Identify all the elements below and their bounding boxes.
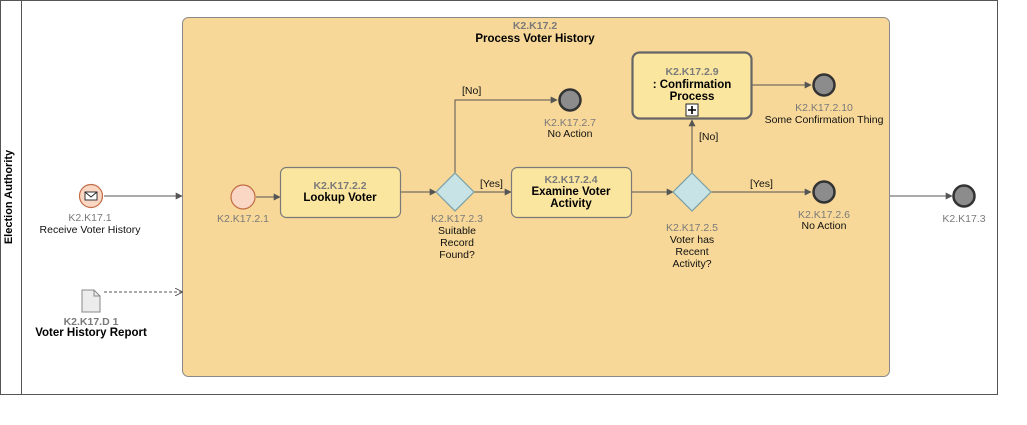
task-lookup-id: K2.K17.2.2 <box>313 180 366 192</box>
inner-start-event[interactable] <box>230 184 256 210</box>
end-no-action-top-label: No Action <box>548 128 593 140</box>
pool-label: Election Authority <box>3 149 15 244</box>
gateway-recent-label-3: Activity? <box>672 258 711 270</box>
task-lookup-voter[interactable]: K2.K17.2.2 Lookup Voter <box>279 166 402 219</box>
document-icon <box>81 289 101 313</box>
end-outer-id: K2.K17.3 <box>942 213 985 225</box>
task-lookup-label: Lookup Voter <box>303 192 377 204</box>
gateway-found-label-2: Record <box>440 237 474 249</box>
flow-label-yes-1: [Yes] <box>480 178 503 190</box>
start-message-label: Receive Voter History <box>40 224 142 236</box>
subprocess-title: Process Voter History <box>475 33 595 45</box>
start-message-event[interactable] <box>78 183 104 209</box>
data-object-label: Voter History Report <box>35 327 147 339</box>
gateway-recent-activity[interactable] <box>672 172 712 212</box>
data-object-id: K2.K17.D 1 <box>64 316 119 328</box>
end-confirmation-label: Some Confirmation Thing <box>765 114 884 126</box>
confirmation-label-2: Process <box>670 91 715 103</box>
task-examine-label-1: Examine Voter <box>531 186 611 198</box>
call-activity-confirmation[interactable]: K2.K17.2.9 : Confirmation Process <box>631 51 753 120</box>
gateway-recent-label-2: Recent <box>675 246 708 258</box>
flow-label-yes-2: [Yes] <box>750 178 773 190</box>
gateway-recent-id: K2.K17.2.5 <box>666 222 718 234</box>
end-event-no-action-top[interactable] <box>558 88 582 112</box>
end-no-action-right-label: No Action <box>802 220 847 232</box>
task-examine-voter-activity[interactable]: K2.K17.2.4 Examine Voter Activity <box>510 166 633 219</box>
gateway-record-found[interactable] <box>435 172 475 212</box>
flow-label-no-1: [No] <box>462 85 481 97</box>
start-message-id: K2.K17.1 <box>68 212 111 224</box>
end-event-no-action-right[interactable] <box>812 180 836 204</box>
task-examine-label-2: Activity <box>550 198 592 210</box>
flow-gateway-found-no[interactable] <box>454 96 558 173</box>
end-no-action-right-id: K2.K17.2.6 <box>798 209 850 221</box>
end-no-action-top-id: K2.K17.2.7 <box>544 117 596 129</box>
end-event-confirmation[interactable] <box>812 73 836 97</box>
subprocess-id: K2.K17.2 <box>513 20 558 32</box>
task-examine-id: K2.K17.2.4 <box>544 174 597 186</box>
gateway-found-label-1: Suitable <box>438 225 476 237</box>
confirmation-id: K2.K17.2.9 <box>665 66 718 78</box>
inner-start-id: K2.K17.2.1 <box>217 213 269 225</box>
data-object[interactable] <box>81 289 101 313</box>
end-confirmation-id: K2.K17.2.10 <box>795 102 853 114</box>
flow-label-no-2: [No] <box>699 131 718 143</box>
expand-plus-icon[interactable] <box>685 103 699 117</box>
envelope-icon <box>84 191 98 201</box>
gateway-found-label-3: Found? <box>439 249 475 261</box>
confirmation-label-1: : Confirmation <box>653 79 732 91</box>
end-event-outer[interactable] <box>952 184 976 208</box>
gateway-found-id: K2.K17.2.3 <box>431 213 483 225</box>
gateway-recent-label-1: Voter has <box>670 234 714 246</box>
